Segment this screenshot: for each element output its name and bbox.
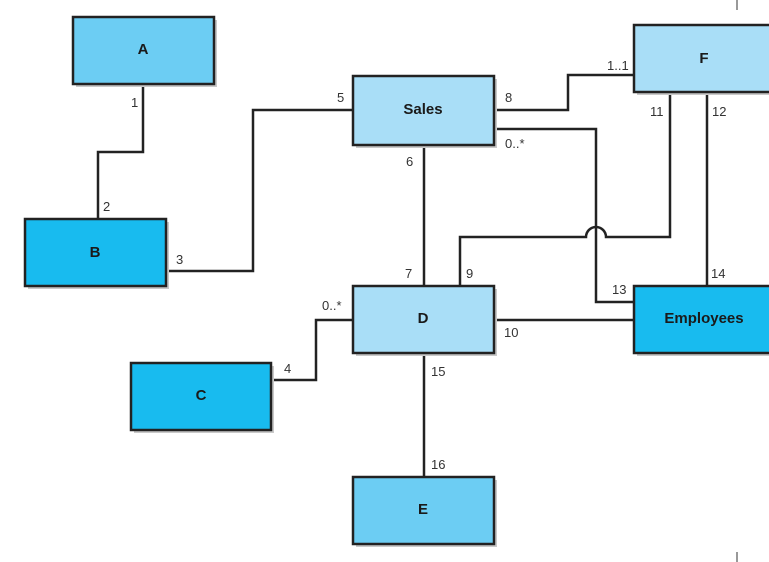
multiplicity-sales-employees: 0..* xyxy=(505,136,525,151)
label-13: 13 xyxy=(612,282,626,297)
connector-sales-f xyxy=(494,73,634,112)
label-7: 7 xyxy=(405,266,412,281)
label-9: 9 xyxy=(466,266,473,281)
label-3: 3 xyxy=(176,252,183,267)
entity-d: D xyxy=(351,284,497,356)
entity-c: C xyxy=(129,361,274,433)
connector-d-f xyxy=(458,92,672,286)
connector-sales-employees xyxy=(494,127,634,304)
entity-employees: Employees xyxy=(632,284,769,356)
entity-d-label: D xyxy=(418,310,429,327)
label-10: 10 xyxy=(504,325,518,340)
label-4: 4 xyxy=(284,361,291,376)
label-16: 16 xyxy=(431,457,445,472)
label-5: 5 xyxy=(337,90,344,105)
entity-b: B xyxy=(23,217,169,289)
label-6: 6 xyxy=(406,154,413,169)
multiplicity-c-d: 0..* xyxy=(322,298,342,313)
label-11: 11 xyxy=(650,104,664,119)
label-15: 15 xyxy=(431,364,445,379)
entity-e: E xyxy=(351,475,497,547)
entity-f: F xyxy=(632,23,769,95)
label-2: 2 xyxy=(103,199,110,214)
connector-a-b xyxy=(96,84,145,219)
entity-f-label: F xyxy=(699,50,708,67)
entity-sales: Sales xyxy=(351,74,497,148)
label-1: 1 xyxy=(131,95,138,110)
label-14: 14 xyxy=(711,266,725,281)
entity-a-label: A xyxy=(138,41,149,58)
entity-b-label: B xyxy=(90,244,101,261)
label-8: 8 xyxy=(505,90,512,105)
entity-sales-label: Sales xyxy=(403,101,442,118)
connector-c-d xyxy=(271,318,353,382)
connector-labels: 1 2 3 4 5 6 7 8 9 10 11 12 13 14 15 16 0… xyxy=(103,58,726,472)
entity-a: A xyxy=(71,15,217,87)
connectors xyxy=(96,73,709,477)
multiplicity-sales-f: 1..1 xyxy=(607,58,629,73)
entity-e-label: E xyxy=(418,501,428,518)
connector-b-sales xyxy=(166,108,353,273)
entity-c-label: C xyxy=(196,387,207,404)
label-12: 12 xyxy=(712,104,726,119)
entity-employees-label: Employees xyxy=(664,310,743,327)
